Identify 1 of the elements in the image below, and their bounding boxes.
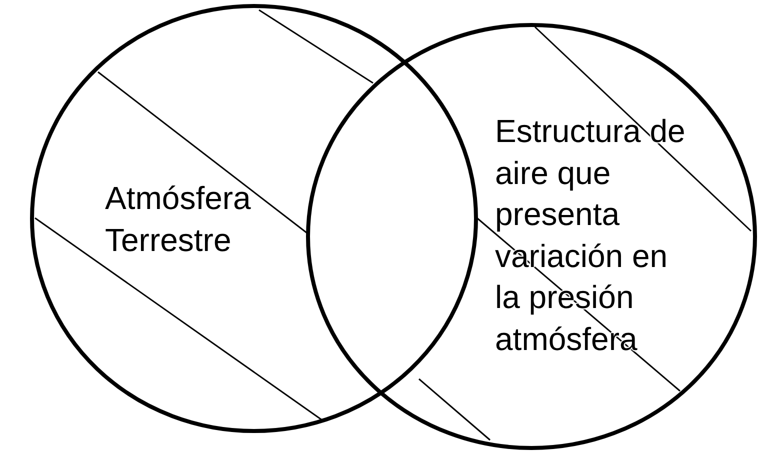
circle-label: Atmósfera Terrestre (105, 179, 252, 260)
